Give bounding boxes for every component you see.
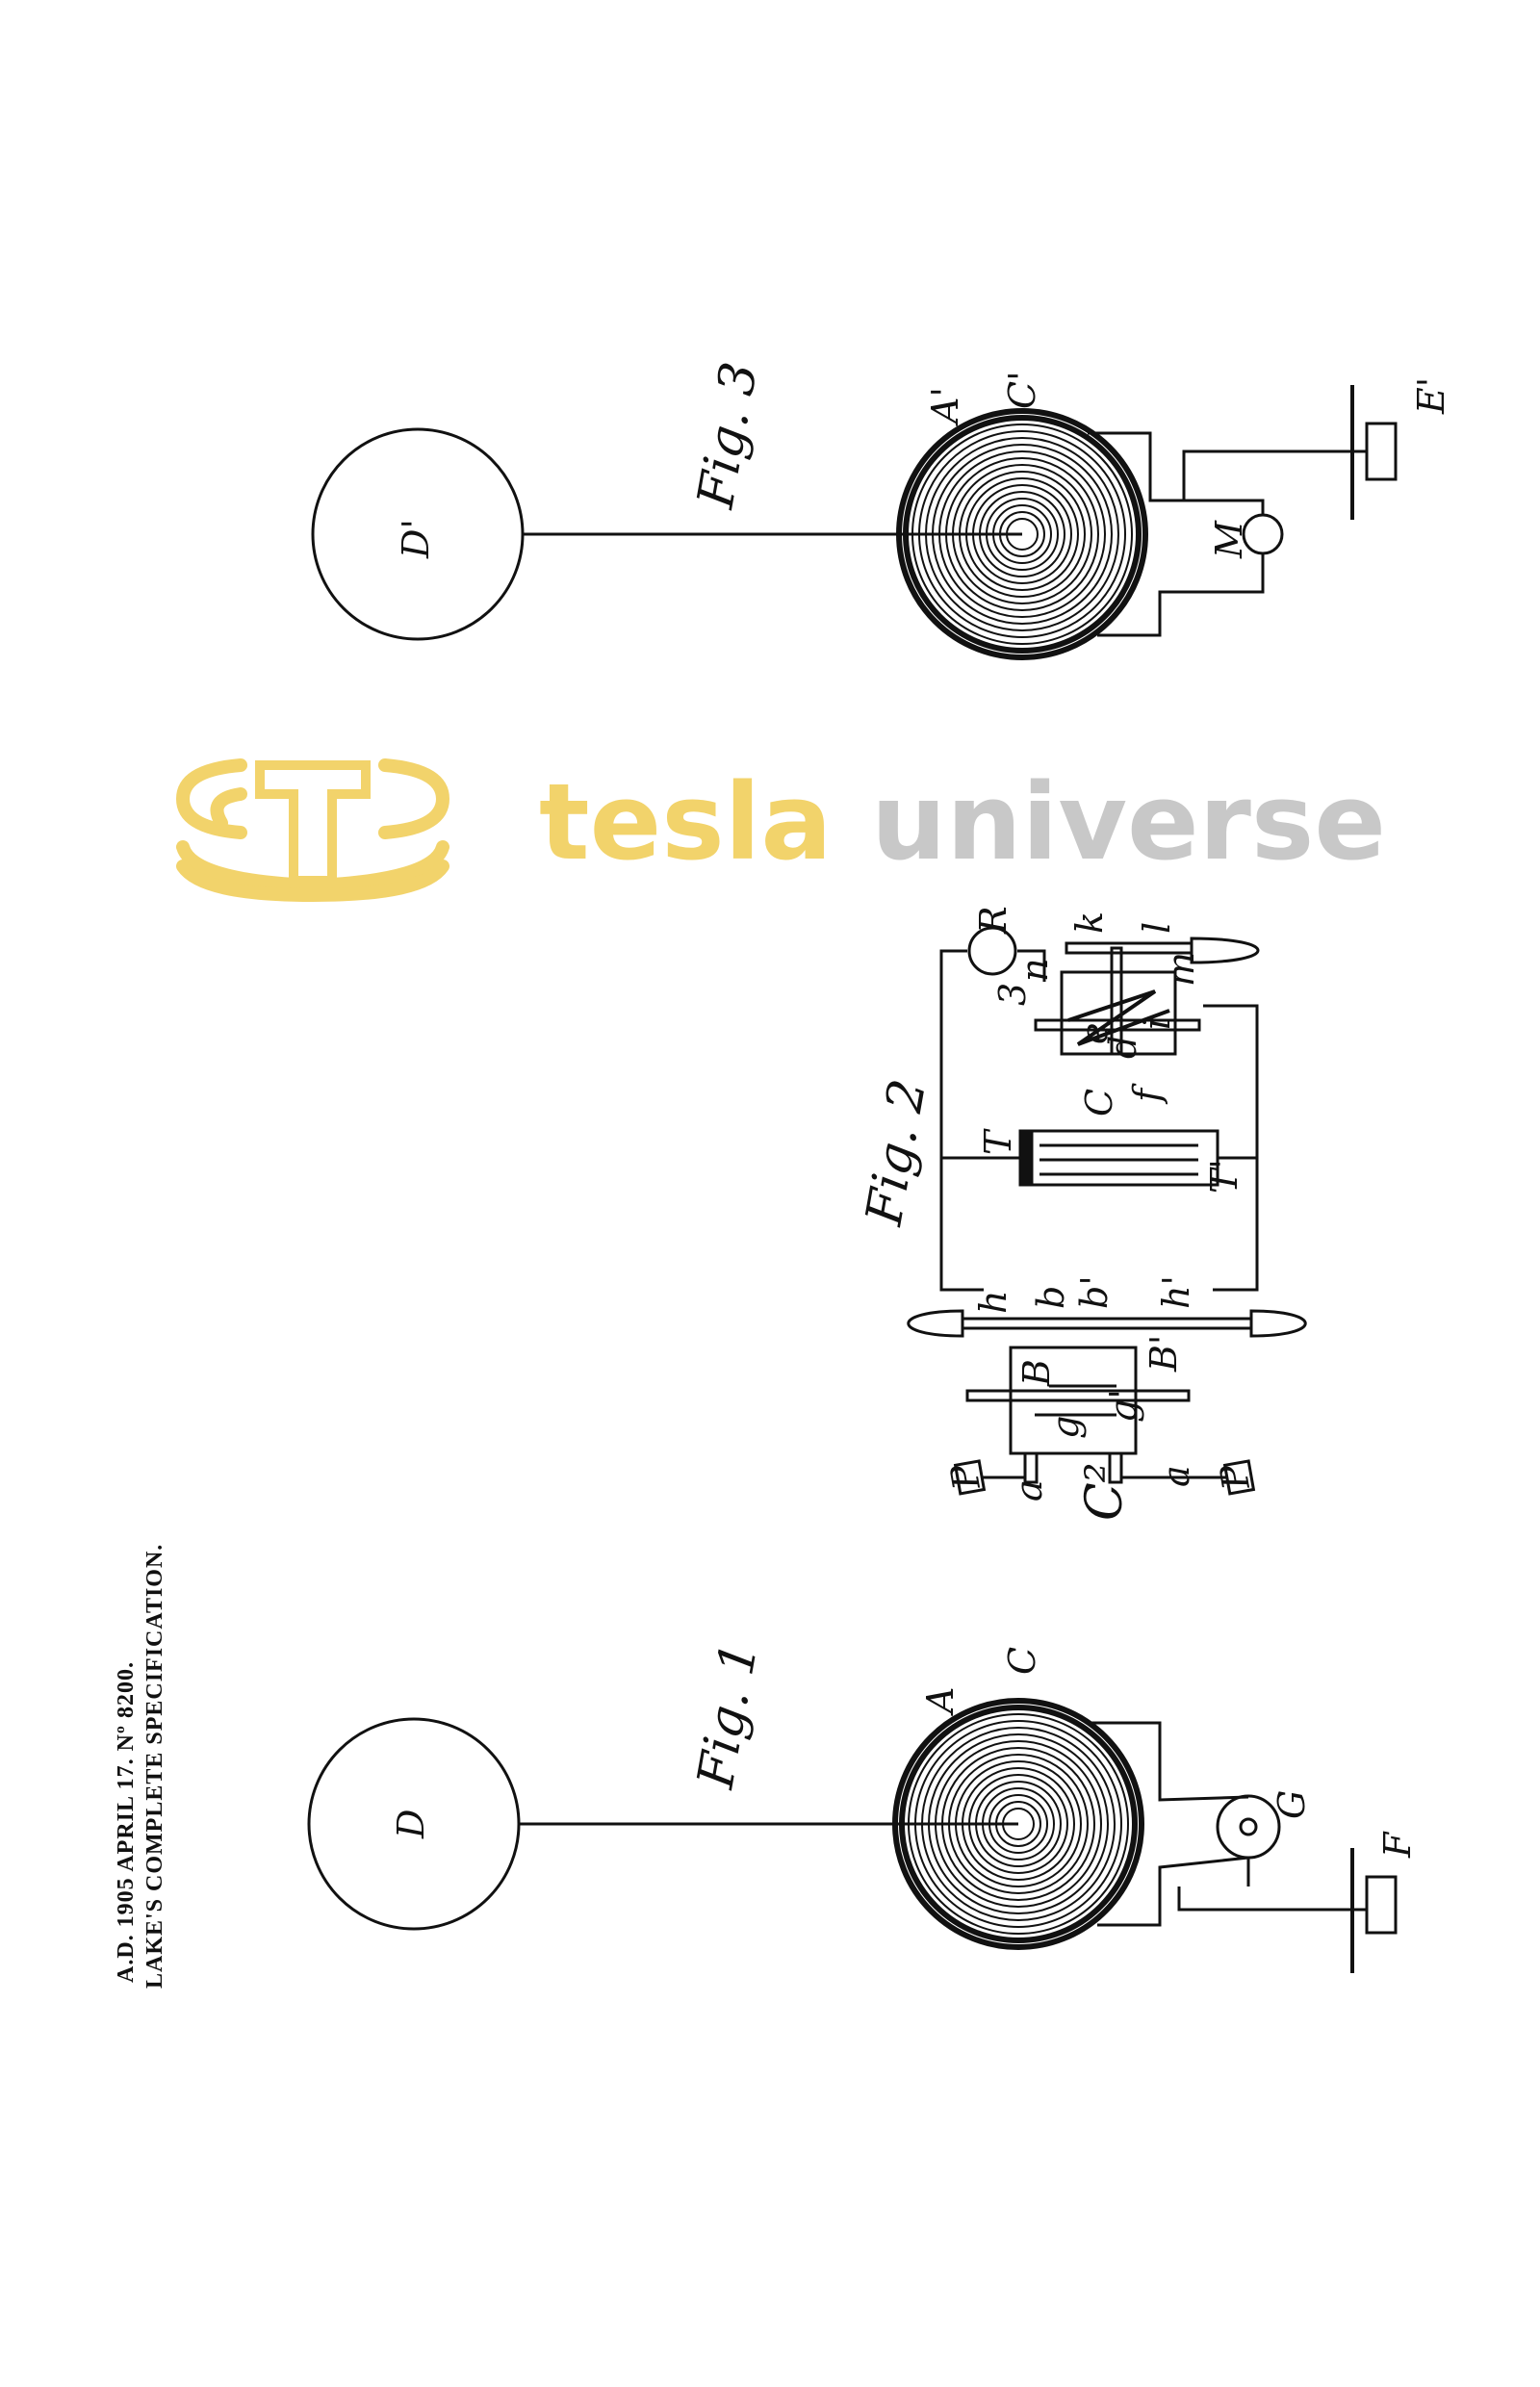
ground-plate-e1 — [1367, 424, 1396, 479]
label-c2: C — [1078, 1089, 1120, 1116]
label-n: n — [1014, 959, 1056, 982]
label-a1: A' — [924, 387, 966, 426]
label-h1: h' — [1155, 1275, 1197, 1309]
watermark-word-universe: universe — [871, 760, 1386, 884]
watermark-word-tesla: tesla — [539, 760, 833, 884]
fig1-title: Fig. 1 — [687, 1638, 770, 1793]
label-d: D — [390, 1810, 432, 1839]
label-a2: a — [1008, 1479, 1050, 1502]
label-k: k — [1068, 911, 1111, 934]
fig3-title: Fig. 3 — [687, 358, 770, 513]
label-h: h — [972, 1291, 1014, 1314]
label-g: G — [1270, 1790, 1313, 1819]
label-g1: g' — [1102, 1389, 1144, 1423]
figure-1 — [309, 1701, 1396, 1973]
label-t1: T' — [1203, 1159, 1245, 1194]
label-m: M — [1208, 520, 1250, 559]
fig2-labels: Fig. 2 R 3 n k l m e d f i T C T' h b b'… — [856, 906, 1258, 1521]
watermark-logo — [183, 765, 443, 895]
label-e1: E' — [1410, 377, 1452, 415]
label-c-sq: C² — [1076, 1462, 1134, 1521]
label-f2: f — [1126, 1083, 1168, 1105]
header-line1: A.D. 1905 APRIL 17. Nº 8200. — [114, 1661, 139, 1983]
watermark: tesla universe — [183, 760, 1386, 895]
label-r: R — [972, 906, 1014, 935]
fig2-title: Fig. 2 — [856, 1075, 938, 1230]
label-b: b — [1030, 1286, 1072, 1309]
label-g2: g — [1044, 1416, 1087, 1439]
label-d1: D' — [395, 519, 437, 559]
label-b-cap: B — [1015, 1359, 1058, 1387]
resistance-r — [969, 928, 1015, 974]
ground-plate-f — [1367, 1877, 1396, 1933]
label-t: T — [977, 1128, 1019, 1155]
label-m2: m — [1160, 952, 1202, 987]
condenser-c — [1020, 1131, 1218, 1185]
header-line2: LAKE'S COMPLETE SPECIFICATION. — [142, 1544, 167, 1989]
label-i: i — [1136, 1018, 1178, 1030]
label-l: l — [1136, 922, 1178, 934]
label-a3: a — [1155, 1465, 1197, 1487]
label-c1: C' — [1001, 371, 1043, 409]
handle-left — [909, 1311, 962, 1336]
label-c: C — [1001, 1647, 1043, 1675]
label-3: 3 — [991, 983, 1034, 1006]
label-d2: d — [1102, 1036, 1144, 1059]
label-f: F — [1376, 1831, 1419, 1859]
handle-right — [1251, 1311, 1305, 1336]
label-a: A — [919, 1687, 962, 1716]
label-b1-cap: B' — [1142, 1335, 1185, 1373]
label-b1: b' — [1073, 1275, 1116, 1309]
